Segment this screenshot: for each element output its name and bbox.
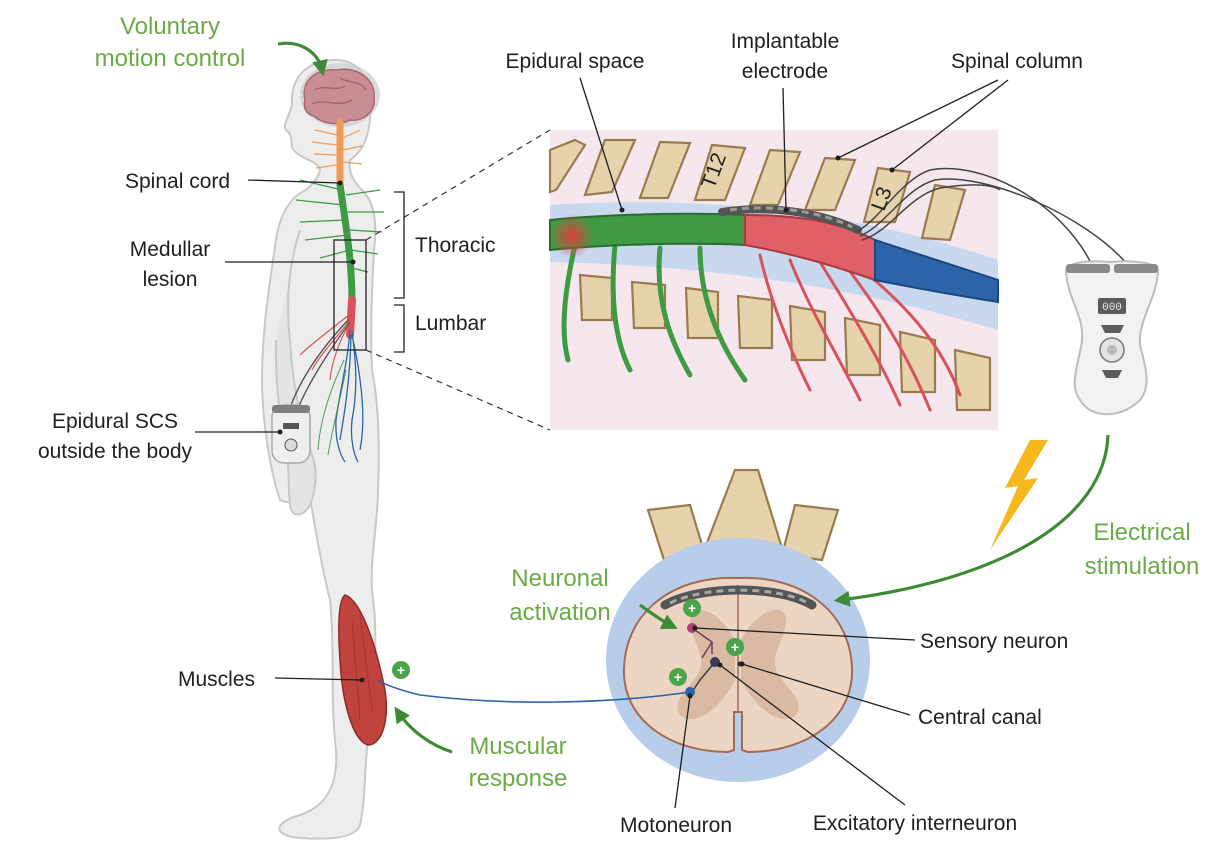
stimulator-device-icon: 000 (1066, 261, 1158, 414)
voluntary-label-line2: motion control (95, 45, 246, 72)
spinal-cord-label: Spinal cord (125, 170, 230, 193)
muscular-label-line1: Muscular (469, 733, 566, 760)
epidural-scs-label-line1: Epidural SCS (52, 410, 178, 433)
muscles-label: Muscles (178, 668, 255, 691)
medullar-label-line1: Medullar (130, 238, 211, 261)
voluntary-label-line1: Voluntary (120, 13, 220, 40)
implantable-label-line2: electrode (742, 60, 828, 83)
thoracic-label: Thoracic (415, 234, 496, 257)
medullar-label-line2: lesion (143, 268, 198, 291)
cross-section: + + + + (392, 470, 870, 782)
svg-text:+: + (731, 639, 739, 655)
motoneuron-label: Motoneuron (620, 814, 732, 837)
excitatory-interneuron-label: Excitatory interneuron (813, 812, 1017, 835)
device-display: 000 (1102, 302, 1122, 314)
lumbar-label: Lumbar (415, 312, 486, 335)
epidural-space-label: Epidural space (506, 50, 645, 73)
central-canal-label: Central canal (918, 706, 1042, 729)
electrical-label-line2: stimulation (1085, 553, 1200, 580)
neuronal-label-line1: Neuronal (511, 565, 608, 592)
svg-text:+: + (688, 600, 696, 616)
brain-icon (300, 63, 380, 127)
sensory-neuron-label: Sensory neuron (920, 630, 1068, 653)
spine-inset (550, 130, 1128, 430)
region-brackets (394, 192, 404, 352)
muscular-label-line2: response (469, 765, 568, 792)
svg-text:+: + (397, 662, 405, 678)
electrical-label-line1: Electrical (1093, 519, 1190, 546)
implantable-label-line1: Implantable (731, 30, 840, 53)
spinal-column-label: Spinal column (951, 50, 1083, 73)
neuronal-label-line2: activation (509, 599, 610, 626)
epidural-scs-label-line2: outside the body (38, 440, 193, 463)
lightning-bolt-icon (990, 440, 1048, 550)
small-stimulator-device-icon (272, 405, 310, 463)
svg-text:+: + (674, 669, 682, 685)
